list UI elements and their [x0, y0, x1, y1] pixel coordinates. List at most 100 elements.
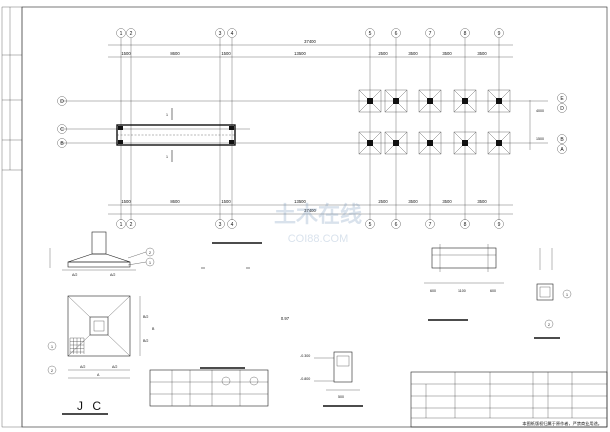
svg-text:D: D	[60, 99, 64, 105]
svg-text:2: 2	[51, 369, 53, 373]
svg-text:600: 600	[490, 289, 496, 293]
svg-text:1500: 1500	[221, 199, 231, 204]
column-section: -0.300 -0.800 500	[300, 351, 360, 399]
footing-pad	[453, 89, 477, 113]
svg-text:B: B	[560, 137, 564, 143]
svg-text:2: 2	[130, 222, 133, 228]
svg-text:13500: 13500	[294, 51, 306, 56]
footing-pad	[358, 131, 382, 155]
section-mark-bottom: 1	[166, 155, 168, 159]
svg-text:2: 2	[149, 251, 151, 255]
svg-text:9: 9	[498, 222, 501, 228]
svg-text:8: 8	[464, 222, 467, 228]
copyright-note: 本图纸版权归属于原作者，严禁商业用途。	[522, 420, 602, 427]
svg-text:8600: 8600	[170, 199, 180, 204]
svg-text:5: 5	[369, 222, 372, 228]
center-label: 0.97	[281, 316, 290, 321]
svg-text:1500: 1500	[221, 51, 231, 56]
svg-text:A: A	[97, 373, 100, 377]
column-mark	[393, 98, 399, 104]
svg-text:1: 1	[149, 261, 151, 265]
footing-pad	[358, 89, 382, 113]
bottom-axis-row: 1 2 3 4 5 6 7 8 9	[116, 219, 504, 229]
svg-text:3: 3	[219, 222, 222, 228]
footing-plan	[358, 89, 511, 155]
foundation-plan: B/2 B/2 B 1 2 A/2 A/2 A	[47, 295, 155, 379]
svg-text:500: 500	[338, 395, 344, 399]
svg-text:B/2: B/2	[143, 339, 148, 343]
svg-text:3500: 3500	[408, 199, 418, 204]
axis-4: 4	[231, 31, 234, 37]
column-mark	[393, 140, 399, 146]
schedule-table	[149, 369, 269, 407]
svg-text:3500: 3500	[442, 199, 452, 204]
column-mark	[496, 98, 502, 104]
svg-text:A/2: A/2	[72, 273, 77, 277]
svg-text:2: 2	[548, 323, 550, 327]
footing-pad	[453, 131, 477, 155]
overall-dimension: 37400	[304, 39, 316, 44]
svg-text:3500: 3500	[477, 51, 487, 56]
footing-pad	[418, 89, 442, 113]
watermark-sub: COI88.COM	[288, 233, 349, 245]
column-mark	[496, 140, 502, 146]
tie-detail: 1 2	[536, 248, 572, 329]
svg-text:1500: 1500	[121, 199, 131, 204]
beam-section: 600 1100 600	[424, 244, 504, 293]
svg-text:A: A	[560, 147, 564, 153]
title-block: 本图纸版权归属于原作者，严禁商业用途。	[410, 371, 608, 428]
svg-text:1500: 1500	[536, 137, 544, 141]
svg-text:-0.300: -0.300	[300, 354, 310, 358]
axis-8: 8	[464, 31, 467, 37]
svg-text:1: 1	[120, 222, 123, 228]
footing-pad	[487, 131, 511, 155]
column-mark	[367, 98, 373, 104]
svg-text:4: 4	[231, 222, 234, 228]
footing-pad	[384, 89, 408, 113]
svg-text:B/2: B/2	[143, 315, 148, 319]
axis-9: 9	[498, 31, 501, 37]
svg-text:37400: 37400	[304, 208, 316, 213]
axis-7: 7	[429, 31, 432, 37]
svg-text:A/2: A/2	[112, 365, 117, 369]
left-binding-strip	[1, 6, 23, 428]
axis-1: 1	[120, 31, 123, 37]
section-mark-top: 1	[166, 113, 168, 117]
svg-text:2500: 2500	[378, 51, 388, 56]
top-dimensions: 37400 1500 8600 1500 13500 2500 3500 350…	[108, 39, 513, 58]
right-axis-column: E D B A 4000 1500	[529, 93, 567, 154]
svg-text:C: C	[60, 127, 64, 133]
svg-text:600: 600	[430, 289, 436, 293]
svg-text:3500: 3500	[408, 51, 418, 56]
left-axis-column: D C B	[57, 96, 67, 148]
detail-label-jc: J C	[77, 399, 104, 413]
svg-text:A/2: A/2	[110, 273, 115, 277]
watermark: 土木在线 COI88.COM	[274, 202, 362, 245]
svg-text:7: 7	[429, 222, 432, 228]
axis-2: 2	[130, 31, 133, 37]
svg-text:2500: 2500	[378, 199, 388, 204]
foundation-section: 2 1 A/2 A/2	[49, 231, 155, 277]
svg-text:3500: 3500	[442, 51, 452, 56]
svg-text:13500: 13500	[294, 199, 306, 204]
svg-text:B: B	[60, 141, 64, 147]
svg-text:3500: 3500	[477, 199, 487, 204]
svg-text:1: 1	[51, 345, 53, 349]
bottom-dimensions: 37400 1500 8600 1500 13500 2500 3500 350…	[108, 199, 513, 215]
svg-text:B: B	[152, 327, 155, 331]
svg-text:8600: 8600	[170, 51, 180, 56]
svg-text:6: 6	[395, 222, 398, 228]
top-axis-row: 1 2 3 4 5 6 7 8 9	[116, 28, 504, 38]
axis-3: 3	[219, 31, 222, 37]
svg-text:A/2: A/2	[80, 365, 85, 369]
plan-grid	[60, 38, 548, 220]
column-mark	[367, 140, 373, 146]
svg-text:D: D	[560, 106, 564, 112]
svg-text:1500: 1500	[121, 51, 131, 56]
left-beam-plan: 1 1	[116, 108, 236, 162]
footing-pad	[418, 131, 442, 155]
column-mark	[427, 98, 433, 104]
svg-text:1100: 1100	[458, 289, 466, 293]
footing-pad	[384, 131, 408, 155]
